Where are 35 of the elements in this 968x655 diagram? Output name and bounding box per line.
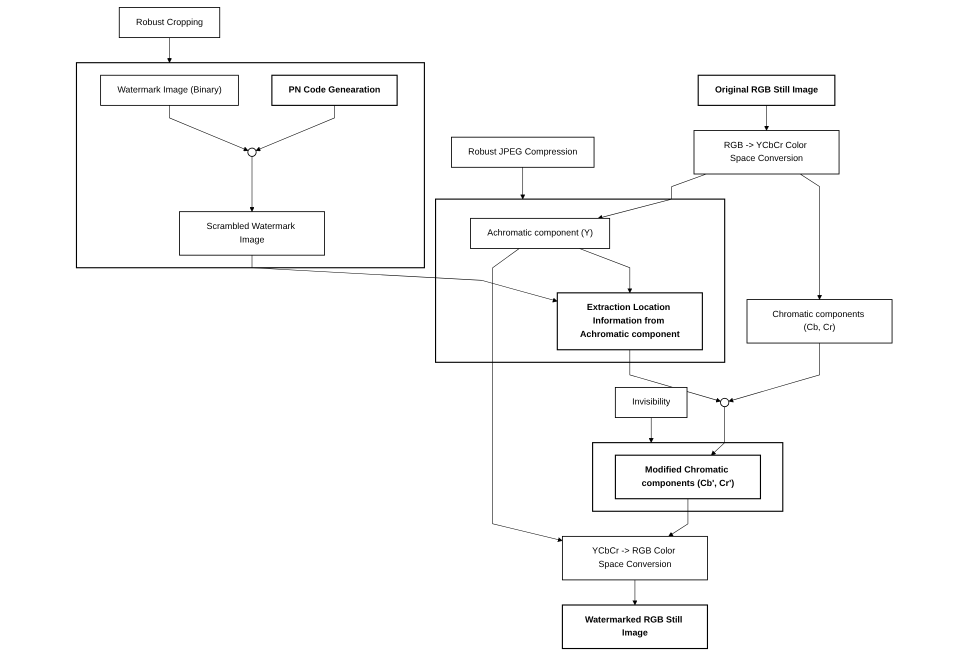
node-box: Achromatic component (Y) — [470, 217, 610, 248]
arrow — [668, 498, 688, 536]
arrow — [168, 104, 248, 151]
node-box: RGB -> YCbCr Color Space Conversion — [693, 130, 840, 174]
arrow — [578, 248, 632, 293]
arrow — [166, 36, 172, 62]
cluster — [76, 62, 425, 268]
arrow — [728, 342, 820, 402]
node-box: Invisibility — [614, 386, 688, 418]
arrow — [520, 166, 525, 199]
arrow — [249, 156, 254, 212]
arrow — [255, 104, 335, 151]
arrow — [648, 416, 654, 442]
node-box: Chromatic components (Cb, Cr) — [746, 298, 892, 343]
arrow — [710, 406, 725, 455]
cluster — [592, 442, 784, 512]
node-box: Robust Cropping — [118, 6, 220, 38]
cluster — [434, 198, 725, 362]
node-box: Robust JPEG Compression — [450, 136, 594, 168]
node-box: Extraction Location Information from Achromatic component — [556, 292, 703, 350]
node-box: PN Code Genearation — [271, 74, 398, 106]
node-box: Modified Chromatic components (Cb', Cr') — [614, 454, 761, 499]
node-circle — [720, 397, 730, 407]
arrow — [764, 104, 769, 130]
arrow — [492, 248, 562, 542]
node-box: Scrambled Watermark Image — [178, 210, 325, 256]
arrow — [597, 173, 706, 220]
node-box: Watermarked RGB Still Image — [562, 604, 708, 649]
node-box: YCbCr -> RGB Color Space Conversion — [562, 535, 708, 580]
arrow — [251, 254, 558, 302]
node-box: Original RGB Still Image — [697, 74, 836, 106]
node-circle — [247, 147, 256, 156]
arrow — [800, 173, 822, 300]
arrow — [632, 579, 638, 605]
node-box: Watermark Image (Binary) — [100, 74, 239, 106]
